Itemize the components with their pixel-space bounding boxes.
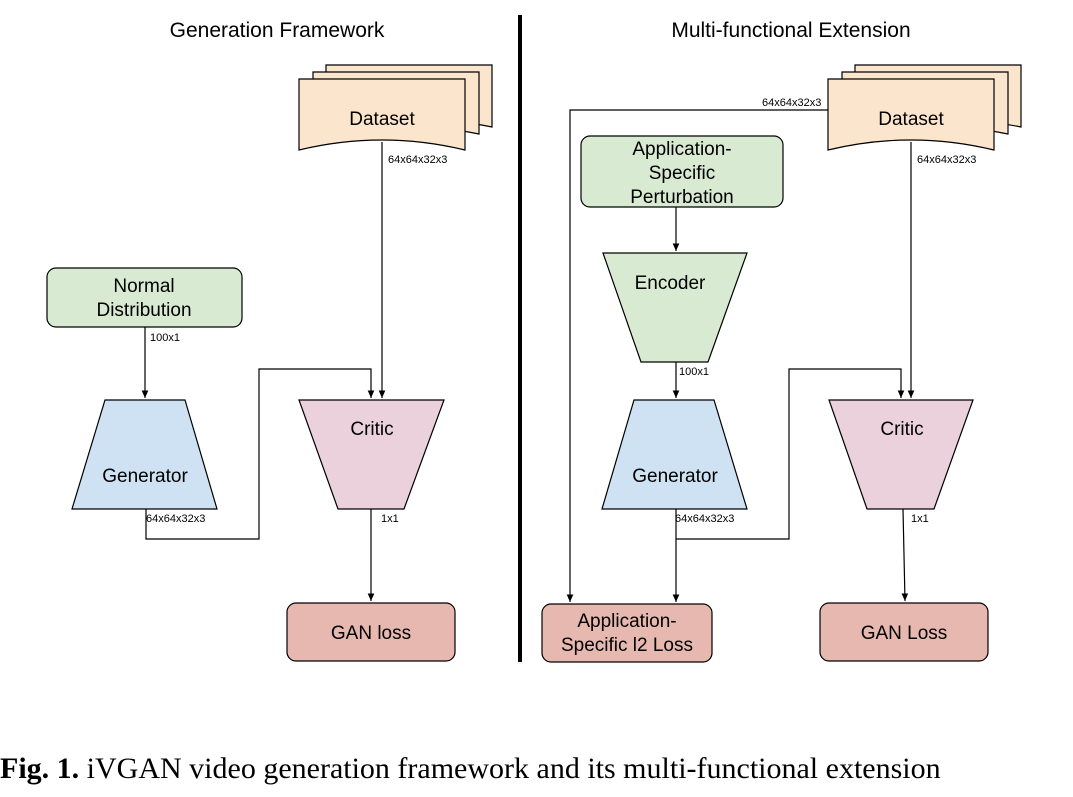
perturbation-line2: Specific: [649, 163, 716, 184]
encoder-label: Encoder: [635, 273, 706, 294]
edge-generator-to-right-critic: [676, 368, 905, 540]
left-critic-dim-label: 1x1: [381, 513, 399, 525]
left-panel-title: Generation Framework: [170, 19, 385, 42]
figure-number: Fig. 1.: [0, 752, 80, 785]
l2-loss-line1: Application-: [577, 611, 676, 632]
right-dataset-dim-top-label: 64x64x32x3: [762, 97, 821, 109]
perturbation-node: Application- Specific Perturbation: [580, 135, 784, 208]
l2-loss-line2: Specific l2 Loss: [561, 635, 693, 656]
left-dataset-node: Dataset: [298, 64, 493, 151]
left-generator-dim-label: 64x64x32x3: [146, 513, 205, 525]
normal-distribution-line1: Normal: [113, 276, 174, 297]
left-dataset-dim-label: 64x64x32x3: [388, 154, 447, 166]
encoder-node: Encoder: [602, 252, 748, 363]
edge-critic-to-right-gan-loss: [901, 508, 909, 602]
right-generator-node: Generator: [601, 399, 748, 510]
right-gan-loss-node: GAN Loss: [819, 602, 989, 662]
normal-distribution-line2: Distribution: [96, 300, 191, 321]
left-generator-node: Generator: [71, 399, 218, 510]
left-generator-label: Generator: [102, 466, 188, 487]
left-critic-label: Critic: [350, 419, 393, 440]
right-dataset-node: Dataset: [827, 64, 1022, 151]
perturbation-line3: Perturbation: [630, 187, 734, 208]
right-critic-dim-label: 1x1: [911, 513, 929, 525]
right-critic-node: Critic: [828, 399, 974, 510]
left-dataset-label: Dataset: [349, 109, 415, 130]
encoder-dim-label: 100x1: [679, 366, 709, 378]
left-critic-node: Critic: [298, 399, 445, 510]
right-dataset-dim-label: 64x64x32x3: [917, 154, 976, 166]
edge-dataset-to-l2-loss: [566, 109, 828, 602]
left-gan-loss-label: GAN loss: [331, 623, 411, 644]
left-gan-loss-node: GAN loss: [286, 602, 456, 662]
noise-dim-label: 100x1: [150, 332, 180, 344]
normal-distribution-node: Normal Distribution: [46, 267, 243, 328]
right-dataset-label: Dataset: [878, 109, 944, 130]
figure-caption-text: iVGAN video generation framework and its…: [79, 752, 941, 785]
edge-generator-to-critic: [145, 368, 375, 540]
right-generator-dim-label: 64x64x32x3: [675, 513, 734, 525]
figure-caption: Fig. 1. iVGAN video generation framework…: [0, 752, 1073, 786]
l2-loss-node: Application- Specific l2 Loss: [541, 603, 713, 663]
right-generator-label: Generator: [632, 466, 718, 487]
perturbation-line1: Application-: [632, 139, 731, 160]
right-gan-loss-label: GAN Loss: [861, 623, 948, 644]
right-critic-label: Critic: [880, 419, 923, 440]
right-panel-title: Multi-functional Extension: [671, 19, 910, 42]
